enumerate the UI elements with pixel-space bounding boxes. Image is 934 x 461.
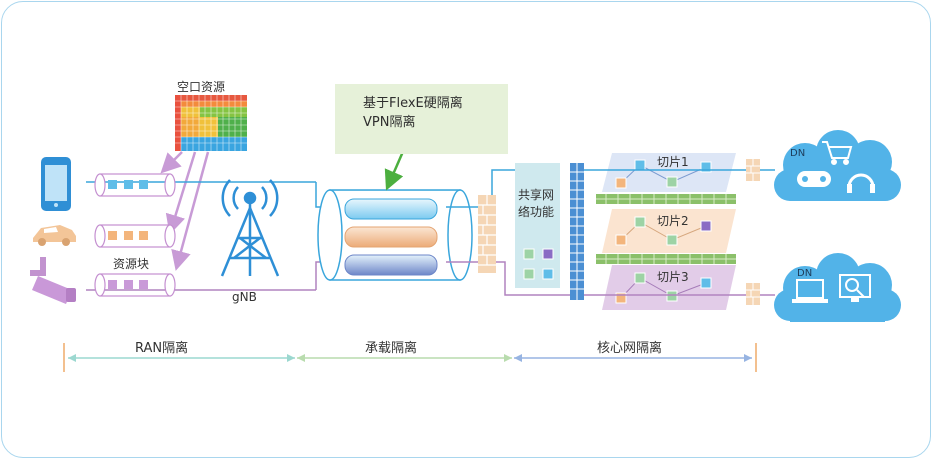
slice-2-label: 切片2 — [657, 214, 689, 228]
slice-separator-1 — [596, 194, 736, 204]
slice-1-label: 切片1 — [657, 155, 689, 169]
gnb-label: gNB — [232, 290, 257, 304]
laptop-icon — [792, 279, 828, 303]
resource-block-2 — [94, 224, 176, 248]
antenna-icon — [220, 179, 280, 277]
slice1-path-core — [446, 169, 515, 208]
segment-core-label: 核心网隔离 — [597, 340, 662, 356]
segment-transport-label: 承载隔离 — [365, 340, 417, 356]
shared-nf-label-line2: 络功能 — [518, 204, 554, 219]
flexe-callout: 基于FlexE硬隔离 VPN隔离 — [335, 84, 508, 154]
firewall-dn-1 — [746, 159, 760, 181]
allocation-arrows — [160, 151, 210, 271]
shared-nf-label-line1: 共享网 — [518, 187, 554, 202]
car-icon — [33, 225, 76, 246]
tube-slice1 — [344, 198, 438, 220]
firewall-1 — [478, 195, 496, 273]
tube-slice3 — [344, 254, 438, 276]
shared-nf-box — [515, 163, 560, 288]
dn-top-label: DN — [790, 148, 805, 159]
shopping-cart-icon — [822, 141, 853, 165]
monitor-icon — [839, 274, 871, 302]
firewall-2 — [570, 163, 584, 300]
headphone-icon — [847, 173, 875, 193]
segment-ruler — [63, 343, 757, 372]
slice-3-label: 切片3 — [657, 270, 689, 284]
resource-block-3 — [94, 273, 176, 297]
callout-line-2: VPN隔离 — [363, 115, 416, 130]
slice-separator-2 — [596, 254, 736, 264]
air-resource-grid — [175, 95, 247, 151]
dn-cloud-top — [774, 130, 901, 201]
slice-1-functions — [615, 159, 712, 189]
resource-block-label: 资源块 — [113, 257, 149, 271]
gamepad-icon — [797, 171, 831, 187]
dn-cloud-bottom — [774, 253, 901, 322]
air-resource-label: 空口资源 — [177, 80, 225, 94]
shared-nf-cubes — [523, 248, 554, 280]
dn-bottom-label: DN — [797, 268, 812, 279]
camera-icon — [30, 257, 76, 304]
callout-line-1: 基于FlexE硬隔离 — [363, 96, 463, 111]
segment-ran-label: RAN隔离 — [135, 340, 188, 356]
phone-icon — [41, 157, 71, 211]
slice-2-functions — [615, 216, 712, 246]
resource-block-1 — [94, 173, 176, 197]
slice-3-functions — [615, 272, 712, 304]
tube-slice2 — [344, 226, 438, 248]
firewall-dn-2 — [746, 283, 760, 305]
slice3-path-core — [446, 261, 590, 296]
